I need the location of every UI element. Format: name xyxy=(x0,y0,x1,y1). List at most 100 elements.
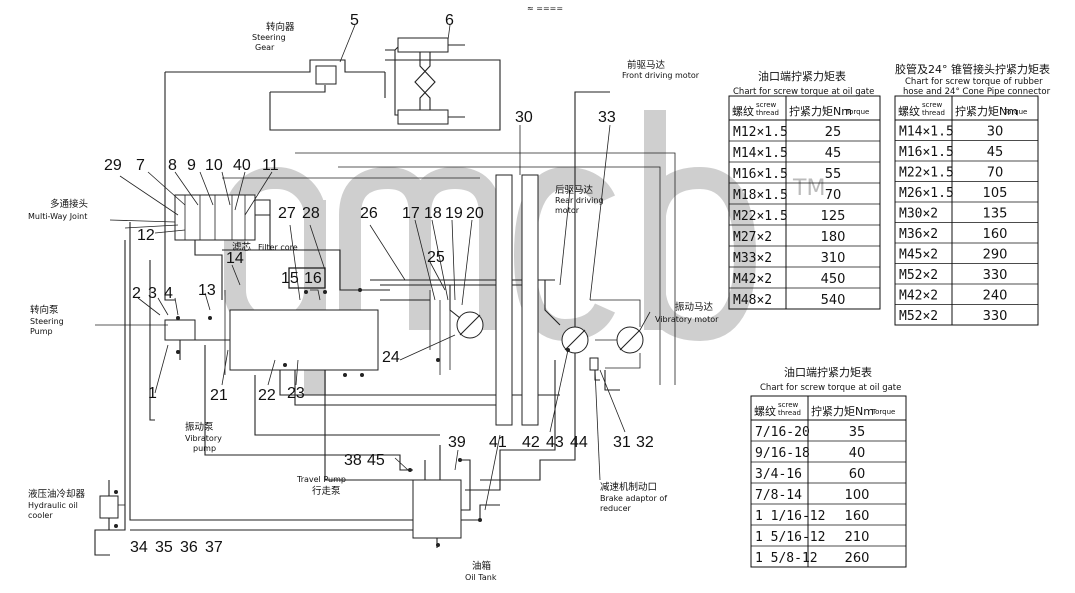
part-number: 22 xyxy=(258,387,276,404)
table-cell-thread: M30×2 xyxy=(899,207,938,222)
part-number: 16 xyxy=(304,270,322,287)
part-number: 6 xyxy=(445,12,454,29)
table-cell-thread: 7/8-14 xyxy=(755,488,802,503)
table-cell-thread: 9/16-18 xyxy=(755,446,810,461)
table-cell-torque: 55 xyxy=(825,167,842,182)
brake-label-en: Brake adaptor of xyxy=(600,494,667,503)
table-cell-torque: 330 xyxy=(983,309,1008,324)
table-cell-torque: 240 xyxy=(983,289,1008,304)
table-cell-thread: 3/4-16 xyxy=(755,467,802,482)
component-labels: 转向器 Steering Gear 前驱马达 Front driving mot… xyxy=(28,21,719,582)
rear-motor-label-cn: 后驱马达 xyxy=(555,184,594,196)
part-number: 10 xyxy=(205,157,223,174)
part-number: 7 xyxy=(136,157,145,174)
table-title-cn: 油口端拧紧力矩表 xyxy=(784,365,872,379)
part-number: 44 xyxy=(570,434,588,451)
part-number: 33 xyxy=(598,109,616,126)
table-cell-thread: 1 1/16-12 xyxy=(755,509,825,524)
table-title-en: Chart for screw torque at oil gate xyxy=(733,87,874,97)
vibratory-pump-label-en: pump xyxy=(193,444,216,453)
part-number: 40 xyxy=(233,157,251,174)
table-cell-torque: 45 xyxy=(825,146,842,161)
table-cell-thread: M42×2 xyxy=(733,272,772,287)
table-header-thread-en: screw xyxy=(922,101,943,109)
table-header-torque: 拧紧力矩Nm xyxy=(789,104,852,118)
table-cell-thread: M26×1.5 xyxy=(899,186,954,201)
multi-way-label-en: Multi-Way Joint xyxy=(28,212,87,221)
torque-table-oil-gate-imperial: 油口端拧紧力矩表 Chart for screw torque at oil g… xyxy=(750,365,907,568)
table-header-torque: 拧紧力矩Nm xyxy=(955,104,1018,118)
table-title-en: Chart for screw torque at oil gate xyxy=(760,383,901,393)
part-number: 24 xyxy=(382,349,400,366)
table-cell-torque: 35 xyxy=(849,425,866,440)
steering-pump-label-en: Steering xyxy=(30,317,64,326)
rear-motor-label-en: Rear driving xyxy=(555,196,604,205)
table-cell-thread: M33×2 xyxy=(733,251,772,266)
steering-pump-label-cn: 转向泵 xyxy=(30,304,59,316)
table-title-en: hose and 24° Cone Pipe connector xyxy=(903,87,1051,97)
cooler-label-en: Hydraulic oil xyxy=(28,501,78,510)
table-cell-torque: 70 xyxy=(987,166,1004,181)
part-number: 18 xyxy=(424,205,442,222)
table-cell-torque: 160 xyxy=(845,509,870,524)
table-cell-torque: 40 xyxy=(849,446,866,461)
table-header-thread-en: screw xyxy=(778,401,799,409)
fittings xyxy=(114,288,570,547)
table-border xyxy=(728,95,881,310)
part-number: 29 xyxy=(104,157,122,174)
part-number: 4 xyxy=(164,285,173,302)
steering-gear-label-en: Steering xyxy=(252,33,286,42)
table-cell-thread: M27×2 xyxy=(733,230,772,245)
table-cell-torque: 105 xyxy=(983,186,1008,201)
table-cell-torque: 45 xyxy=(987,145,1004,160)
table-border xyxy=(894,95,1039,326)
part-number: 41 xyxy=(489,434,507,451)
table-cell-thread: M22×1.5 xyxy=(733,209,788,224)
part-number: 23 xyxy=(287,385,305,402)
table-cell-thread: M14×1.5 xyxy=(733,146,788,161)
part-number: 17 xyxy=(402,205,420,222)
table-cell-torque: 310 xyxy=(821,251,846,266)
vibratory-pump-label-en: Vibratory xyxy=(185,434,222,443)
table-cell-torque: 210 xyxy=(845,530,870,545)
vibratory-motor-label-cn: 振动马达 xyxy=(675,301,714,313)
table-header-thread-en: thread xyxy=(922,109,945,117)
table-header-thread: 螺纹 xyxy=(898,104,920,118)
table-cell-thread: M22×1.5 xyxy=(899,166,954,181)
part-number: 21 xyxy=(210,387,228,404)
table-cell-thread: M52×2 xyxy=(899,309,938,324)
travel-pump-label-en: Travel Pump xyxy=(296,475,346,484)
table-title-en: Chart for screw torque of rubber xyxy=(905,77,1043,87)
table-cell-torque: 25 xyxy=(825,125,842,140)
hydraulic-lines xyxy=(94,24,676,556)
table-cell-thread: M16×1.5 xyxy=(733,167,788,182)
table-header-torque-en: Torque xyxy=(871,408,895,416)
table-header-thread-en: thread xyxy=(778,409,801,417)
part-number: 38 xyxy=(344,452,362,469)
torque-table-oil-gate-metric: 油口端拧紧力矩表 Chart for screw torque at oil g… xyxy=(728,69,881,310)
filter-label-cn: 滤芯 xyxy=(232,241,252,253)
part-number: 14 xyxy=(226,250,244,267)
part-number: 42 xyxy=(522,434,540,451)
table-cell-torque: 540 xyxy=(821,293,846,308)
vibratory-pump-label-cn: 振动泵 xyxy=(185,421,214,433)
part-number: 43 xyxy=(546,434,564,451)
table-cell-thread: 1 5/16-12 xyxy=(755,530,825,545)
oil-tank-label-cn: 油箱 xyxy=(472,560,491,572)
table-cell-thread: M18×1.5 xyxy=(733,188,788,203)
table-cell-torque: 100 xyxy=(845,488,870,503)
table-cell-torque: 160 xyxy=(983,227,1008,242)
brake-label-cn: 减速机制动口 xyxy=(600,481,657,493)
part-number: 15 xyxy=(281,270,299,287)
part-number: 26 xyxy=(360,205,378,222)
table-header-thread: 螺纹 xyxy=(754,404,776,418)
table-cell-thread: M48×2 xyxy=(733,293,772,308)
part-number: 31 xyxy=(613,434,631,451)
torque-table-rubber-hose: 胶管及24° 锥管接头拧紧力矩表 Chart for screw torque … xyxy=(894,62,1051,326)
part-number: 19 xyxy=(445,205,463,222)
rear-motor-label-en: motor xyxy=(555,206,580,215)
table-cell-thread: 7/16-20 xyxy=(755,425,810,440)
